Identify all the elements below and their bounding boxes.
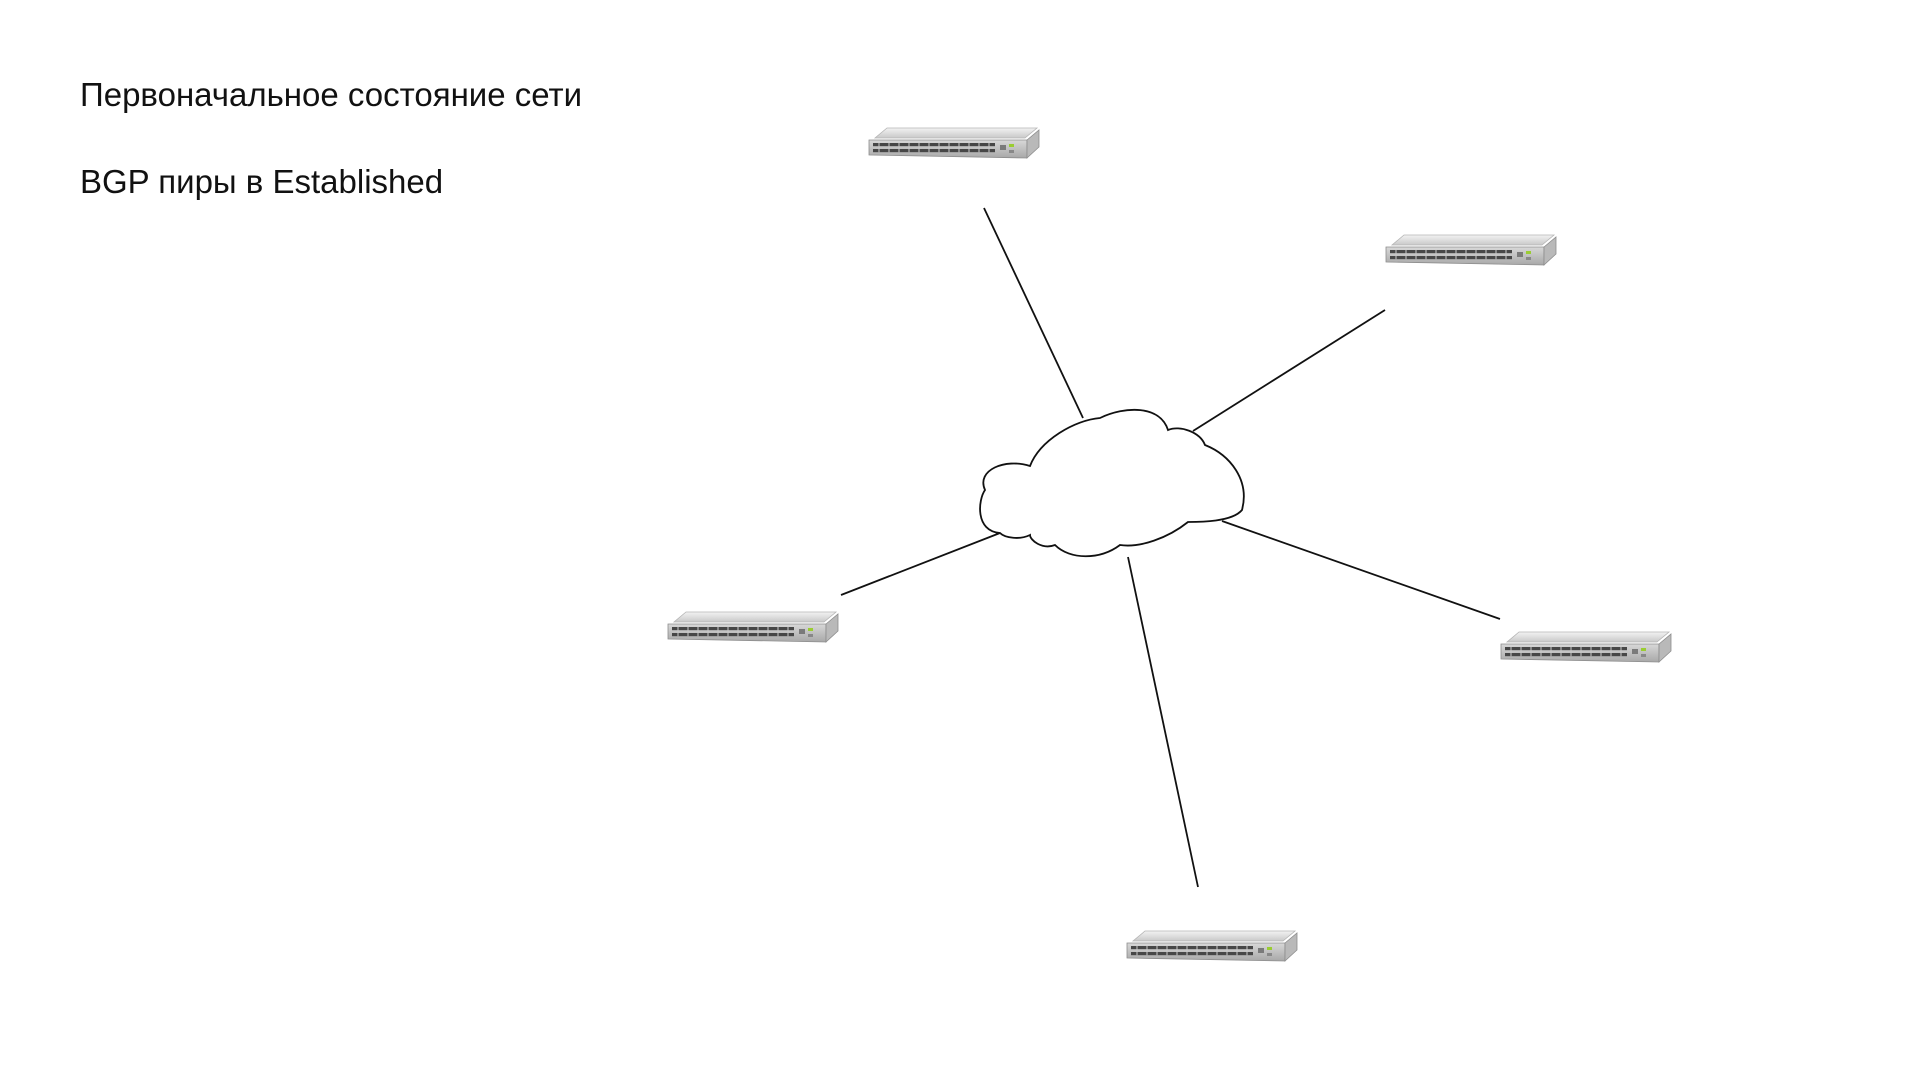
network-switch-icon [1385, 234, 1557, 266]
network-switch-icon [1126, 930, 1298, 962]
cloud-icon [979, 408, 1245, 558]
status-line-initial-state: Первоначальное состояние сети [80, 76, 583, 113]
link-cloud-switch-bottom [1127, 556, 1199, 888]
link-cloud-switch-upper-right [1192, 309, 1386, 432]
network-switch-icon [1500, 631, 1672, 663]
status-line-bgp-peers: BGP пиры в Established [80, 163, 444, 200]
link-cloud-switch-left [840, 532, 1001, 596]
network-switch-icon [868, 127, 1040, 159]
network-switch-icon [667, 611, 839, 643]
link-cloud-switch-right [1221, 520, 1501, 620]
link-cloud-switch-top [983, 207, 1084, 419]
